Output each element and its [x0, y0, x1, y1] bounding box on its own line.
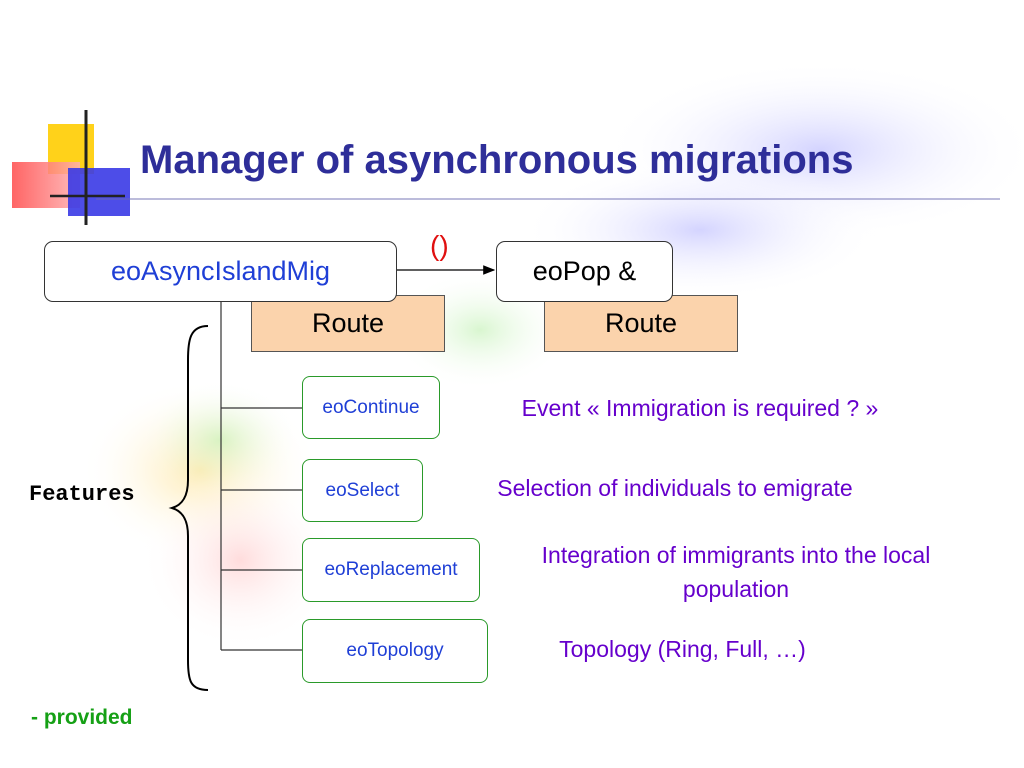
- route-box-right: Route: [544, 295, 738, 352]
- eopop-box: eoPop &: [496, 241, 673, 302]
- feature-box-eotopology: eoTopology: [302, 619, 488, 683]
- feature-description-eocontinue: Event « Immigration is required ? »: [521, 395, 879, 421]
- features-brace: [168, 325, 209, 691]
- eoasyncislandmig-box: eoAsyncIslandMig: [44, 241, 397, 302]
- feature-box-eoreplacement: eoReplacement: [302, 538, 480, 602]
- provided-footnote: - provided: [31, 706, 133, 729]
- feature-description-eoselect: Selection of individuals to emigrate: [497, 475, 853, 501]
- call-parentheses: (): [430, 230, 449, 261]
- feature-description-eoreplacement: Integration of immigrants into the local…: [541, 542, 931, 602]
- feature-box-eocontinue: eoContinue: [302, 376, 440, 439]
- features-label: Features: [29, 482, 135, 507]
- slide-title: Manager of asynchronous migrations: [140, 138, 854, 182]
- feature-box-eoselect: eoSelect: [302, 459, 423, 522]
- feature-description-eotopology: Topology (Ring, Full, …): [559, 636, 806, 662]
- route-box-left: Route: [251, 295, 445, 352]
